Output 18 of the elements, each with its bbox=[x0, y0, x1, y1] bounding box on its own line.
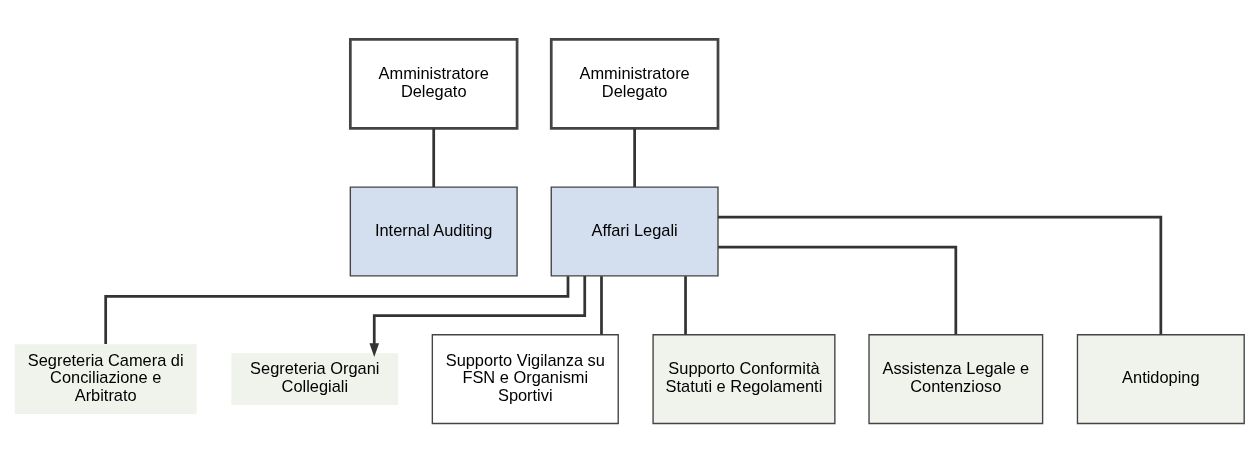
node-box: Antidoping bbox=[1076, 333, 1245, 424]
connector bbox=[104, 275, 570, 344]
node-box: Segreteria Camera di Conciliazione e Arbitrato bbox=[14, 343, 197, 414]
connector bbox=[432, 128, 436, 187]
node-box: Internal Auditing bbox=[349, 185, 518, 277]
node-box: Segreteria Organi Collegiali bbox=[231, 352, 399, 405]
node-box: Assistenza Legale e Contenzioso bbox=[868, 333, 1044, 424]
arrow bbox=[369, 275, 587, 357]
connector bbox=[633, 128, 636, 187]
connector bbox=[684, 275, 687, 335]
node-box: Supporto Vigilanza su FSN e Organismi Sportivi bbox=[431, 333, 619, 424]
connector bbox=[600, 275, 603, 335]
node-box: Amministratore Delegato bbox=[348, 37, 519, 130]
node-box: Affari Legali bbox=[550, 185, 719, 277]
connector bbox=[718, 245, 958, 334]
node-box: Amministratore Delegato bbox=[549, 37, 720, 130]
connector bbox=[718, 215, 1163, 334]
node-box: Supporto Conformità Statuti e Regolamenti bbox=[652, 333, 836, 424]
